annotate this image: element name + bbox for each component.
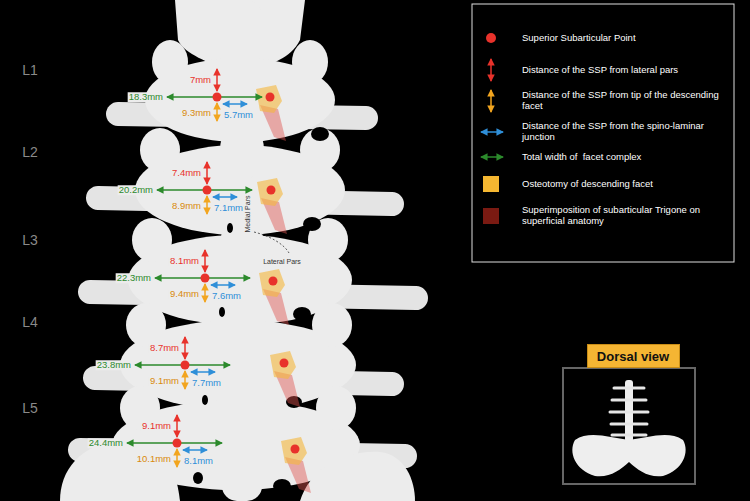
dimension-label: 24.4mm	[88, 438, 124, 448]
dimension-label: 8.1mm	[183, 456, 214, 466]
ssp-dot	[173, 439, 182, 448]
dimension-label: 8.9mm	[171, 201, 202, 211]
ssp-dot	[201, 274, 210, 283]
dimension-label: 7.1mm	[213, 203, 244, 213]
ssp-dot	[280, 359, 289, 368]
dimension-arrow	[481, 131, 503, 133]
dimension-arrow	[206, 196, 208, 214]
dimension-arrow	[176, 415, 178, 437]
dimension-arrow	[206, 162, 208, 184]
dimension-label: 5.7mm	[223, 110, 254, 120]
dimension-label: 18.3mm	[128, 92, 164, 102]
legend-text: Distance of the SSP from lateral pars	[522, 65, 727, 76]
dimension-arrow	[211, 284, 235, 286]
osteotomy-overlay	[259, 269, 285, 297]
dimension-label: 9.3mm	[181, 108, 212, 118]
ssp-dot	[291, 445, 300, 454]
anatomy-label: Medial Pars	[244, 195, 251, 234]
legend-text: Total width of facet complex	[522, 152, 727, 163]
vertebra-level: L4	[22, 315, 38, 329]
anatomy-label: Lateral Pars	[262, 258, 302, 265]
legend-swatch	[483, 176, 499, 192]
ssp-dot	[213, 93, 222, 102]
dimension-label: 10.1mm	[136, 454, 172, 464]
dimension-label: 7.7mm	[191, 378, 222, 388]
vertebra-level: L5	[22, 401, 38, 415]
vertebra-level: L2	[22, 145, 38, 159]
dimension-arrow	[223, 103, 247, 105]
legend-text: Distance of the SSP from the spino-lamin…	[522, 121, 727, 143]
osteotomy-overlay	[270, 351, 296, 379]
osteotomy-overlay	[257, 178, 283, 206]
legend-frame	[472, 4, 734, 262]
dimension-label: 7.4mm	[171, 168, 202, 178]
dimension-arrow	[184, 337, 186, 359]
dimension-label: 9.1mm	[141, 421, 172, 431]
ssp-dot	[203, 186, 212, 195]
dimension-arrow	[216, 69, 218, 91]
pars-leader	[254, 232, 289, 253]
legend-text: Superior Subarticular Point	[522, 33, 727, 44]
ssp-dot	[267, 186, 276, 195]
dimension-arrow	[204, 284, 206, 302]
dimension-label: 9.1mm	[149, 376, 180, 386]
legend-swatch	[483, 208, 499, 224]
dimension-arrow	[204, 250, 206, 272]
dimension-label: 20.2mm	[118, 185, 154, 195]
dimension-arrow	[490, 90, 492, 112]
ssp-dot	[269, 277, 278, 286]
dimension-arrow	[176, 449, 178, 467]
bone	[60, 0, 416, 501]
dimension-arrows	[127, 69, 262, 467]
dimension-arrow	[481, 156, 503, 158]
ssp-dot	[181, 361, 190, 370]
dimension-arrow	[216, 103, 218, 121]
vertebra-level: L1	[22, 63, 38, 77]
dimension-arrow	[183, 449, 207, 451]
osteotomy-overlay	[256, 85, 282, 113]
dimension-label: 8.1mm	[169, 256, 200, 266]
dimension-arrow	[184, 371, 186, 389]
legend-text: Osteotomy of descending facet	[522, 179, 727, 190]
view-tag: Dorsal view	[587, 344, 680, 368]
dimension-label: 8.7mm	[149, 343, 180, 353]
ssp-dot	[266, 93, 275, 102]
dimension-label: 9.4mm	[169, 289, 200, 299]
view-title: Dorsal view	[597, 350, 669, 363]
dimension-label: 7.6mm	[211, 291, 242, 301]
dimension-label: 7mm	[189, 75, 212, 85]
inset-thumbnail	[563, 368, 695, 484]
dimension-label: 23.8mm	[96, 360, 132, 370]
facet-overlays	[256, 85, 311, 493]
legend-text: Superimposition of subarticular Trigone …	[522, 205, 727, 227]
vertebra-level: L3	[22, 233, 38, 247]
legend-dot	[486, 33, 496, 43]
legend-symbols	[481, 33, 503, 157]
legend-text: Distance of the SSP from tip of the desc…	[522, 90, 727, 112]
dimension-label: 22.3mm	[116, 273, 152, 283]
dimension-arrow	[490, 59, 492, 81]
osteotomy-overlay	[281, 437, 307, 465]
dimension-arrow	[213, 196, 237, 198]
dimension-arrow	[191, 371, 215, 373]
